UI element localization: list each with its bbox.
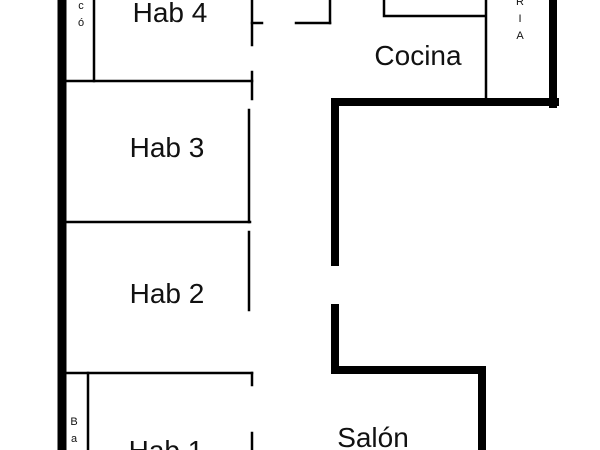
partial-label-bottom-left-2: a xyxy=(71,433,78,445)
partial-label-top-right-2: I xyxy=(518,13,521,25)
room-label-salon: Salón xyxy=(337,422,409,450)
partial-label-top-left-2: ó xyxy=(78,17,84,29)
room-label-hab1: Hab 1 xyxy=(129,435,204,450)
room-label-hab2: Hab 2 xyxy=(130,278,205,309)
room-label-cocina: Cocina xyxy=(374,40,462,71)
partial-label-top-left-1: c xyxy=(78,0,84,12)
partial-label-top-right-1: R xyxy=(516,0,524,8)
partial-label-top-right-3: A xyxy=(516,30,524,42)
room-label-hab3: Hab 3 xyxy=(130,132,205,163)
partial-label-bottom-left-1: B xyxy=(70,416,77,428)
kitchen-counter xyxy=(382,0,487,18)
room-label-hab4: Hab 4 xyxy=(133,0,208,28)
